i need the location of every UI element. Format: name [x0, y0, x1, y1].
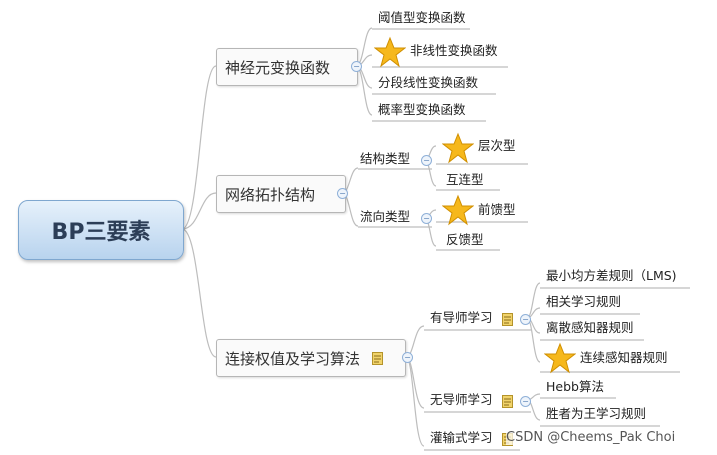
leaf-label: 相关学习规则	[546, 294, 622, 309]
leaf-label: 反馈型	[446, 232, 484, 247]
branch-network-topology[interactable]: 网络拓扑结构	[216, 175, 346, 213]
leaf-label: 互连型	[446, 172, 484, 187]
collapse-icon[interactable]: −	[337, 188, 348, 199]
leaf-nonlinear-function[interactable]: 非线性变换函数	[410, 41, 498, 61]
collapse-icon[interactable]: −	[520, 314, 531, 325]
leaf-label: 连续感知器规则	[580, 350, 668, 365]
leaf-continuous-perceptron-rule[interactable]: 连续感知器规则	[580, 348, 668, 368]
leaf-label: 分段线性变换函数	[378, 75, 479, 90]
leaf-interconnected[interactable]: 互连型	[446, 170, 484, 190]
leaf-label: Hebb算法	[546, 379, 604, 394]
branch-weights-learning[interactable]: 连接权值及学习算法	[216, 339, 406, 377]
leaf-winner-take-all-rule[interactable]: 胜者为王学习规则	[546, 404, 646, 424]
leaf-probabilistic-function[interactable]: 概率型变换函数	[378, 100, 466, 120]
sub-label: 结构类型	[360, 151, 411, 166]
leaf-piecewise-linear-function[interactable]: 分段线性变换函数	[378, 73, 478, 93]
leaf-hierarchical[interactable]: 层次型	[478, 136, 516, 156]
leaf-threshold-function[interactable]: 阈值型变换函数	[378, 8, 466, 28]
leaf-label: 前馈型	[478, 202, 516, 217]
collapse-icon[interactable]: −	[351, 61, 362, 72]
collapse-icon[interactable]: −	[421, 155, 432, 166]
note-icon[interactable]	[372, 351, 384, 365]
sub-unsupervised-learning[interactable]: 无导师学习	[430, 390, 493, 410]
branch-neuron-transform[interactable]: 神经元变换函数	[216, 48, 358, 86]
leaf-label: 阈值型变换函数	[378, 10, 466, 25]
leaf-label: 非线性变换函数	[410, 43, 498, 58]
root-node[interactable]: BP三要素	[18, 200, 184, 260]
sub-label: 无导师学习	[430, 392, 493, 407]
star-icon	[374, 36, 406, 68]
sub-instilled-learning[interactable]: 灌输式学习	[430, 428, 493, 448]
leaf-feedback[interactable]: 反馈型	[446, 230, 484, 250]
sub-flow-type[interactable]: 流向类型	[360, 207, 410, 227]
sub-structure-type[interactable]: 结构类型	[360, 149, 410, 169]
collapse-icon[interactable]: −	[402, 352, 413, 363]
collapse-icon[interactable]: −	[421, 213, 432, 224]
watermark: CSDN @Cheems_Pak Choi	[506, 430, 676, 445]
star-icon	[442, 194, 474, 226]
leaf-correlation-rule[interactable]: 相关学习规则	[546, 292, 621, 312]
collapse-icon[interactable]: −	[520, 396, 531, 407]
star-icon	[442, 132, 474, 164]
leaf-label: 胜者为王学习规则	[546, 406, 647, 421]
leaf-label: 层次型	[478, 138, 516, 153]
note-icon[interactable]	[502, 313, 513, 326]
sub-supervised-learning[interactable]: 有导师学习	[430, 308, 493, 328]
note-icon[interactable]	[502, 395, 513, 408]
sub-label: 有导师学习	[430, 310, 493, 325]
leaf-feedforward[interactable]: 前馈型	[478, 200, 516, 220]
leaf-label: 离散感知器规则	[546, 320, 634, 335]
leaf-hebb-algorithm[interactable]: Hebb算法	[546, 377, 604, 397]
star-icon	[544, 342, 576, 374]
sub-label: 灌输式学习	[430, 430, 493, 445]
branch-label: 连接权值及学习算法	[225, 349, 361, 368]
leaf-lms-rule[interactable]: 最小均方差规则（LMS)	[546, 266, 677, 286]
leaf-label: 概率型变换函数	[378, 102, 466, 117]
branch-label: 网络拓扑结构	[225, 185, 316, 204]
leaf-label: 最小均方差规则（LMS)	[546, 268, 677, 283]
leaf-discrete-perceptron-rule[interactable]: 离散感知器规则	[546, 318, 634, 338]
root-label: BP三要素	[51, 220, 151, 245]
sub-label: 流向类型	[360, 209, 411, 224]
branch-label: 神经元变换函数	[225, 58, 331, 77]
